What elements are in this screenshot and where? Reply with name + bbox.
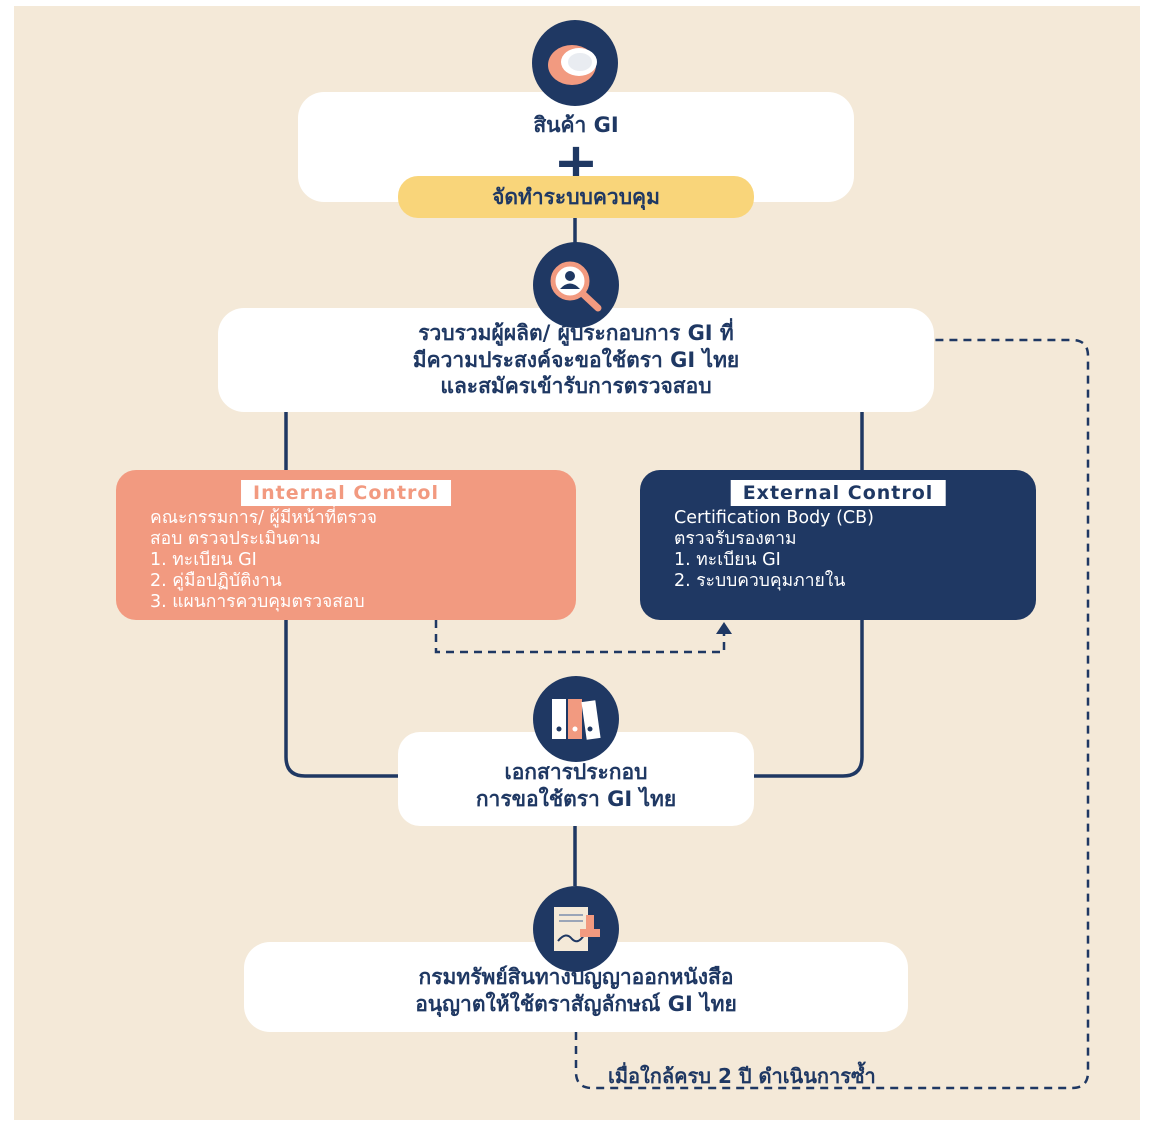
gi-product-title: สินค้า GI [533, 112, 619, 137]
internal-line: คณะกรรมการ/ ผู้มีหน้าที่ตรวจ [150, 508, 378, 528]
internal-line: 3. แผนการควบคุมตรวจสอบ [150, 592, 365, 612]
documents-line: เอกสารประกอบ [504, 760, 648, 785]
license-line: อนุญาตให้ใช้ตราสัญลักษณ์ GI ไทย [415, 992, 737, 1016]
internal-control-panel: Internal Control คณะกรรมการ/ ผู้มีหน้าที… [116, 470, 576, 620]
gather-line: มีความประสงค์จะขอใช้ตรา GI ไทย [412, 347, 740, 372]
coconut-circle [532, 20, 618, 106]
certificate-stamp-icon [554, 907, 600, 951]
internal-line: 2. คู่มือปฏิบัติงาน [150, 571, 282, 591]
gather-line: และสมัครเข้ารับการตรวจสอบ [440, 374, 712, 399]
dashed-internal-to-external [434, 620, 726, 654]
external-line: Certification Body (CB) [674, 508, 874, 528]
control-system-pill: จัดทำระบบควบคุม [398, 176, 754, 218]
renew-note: เมื่อใกล้ครบ 2 ปี ดำเนินการซ้ำ [608, 1064, 876, 1088]
search-circle [533, 242, 619, 328]
external-line: 2. ระบบควบคุมภายใน [674, 571, 846, 591]
connector-left-branch [284, 410, 400, 778]
coconut-icon [548, 45, 597, 85]
external-line: ตรวจรับรองตาม [674, 529, 797, 549]
connector-right-branch [752, 410, 864, 778]
internal-control-header: Internal Control [241, 480, 451, 506]
search-person-icon [550, 261, 602, 312]
certificate-circle [533, 886, 619, 972]
internal-line: 1. ทะเบียน GI [150, 550, 257, 570]
external-control-header: External Control [730, 480, 946, 506]
binders-icon [552, 699, 601, 740]
internal-line: สอบ ตรวจประเมินตาม [150, 529, 321, 549]
external-line: 1. ทะเบียน GI [674, 550, 781, 570]
arrowhead-up [716, 622, 732, 634]
external-control-panel: External Control Certification Body (CB)… [640, 470, 1036, 620]
documents-line: การขอใช้ตรา GI ไทย [475, 787, 677, 811]
binders-circle [533, 676, 619, 762]
